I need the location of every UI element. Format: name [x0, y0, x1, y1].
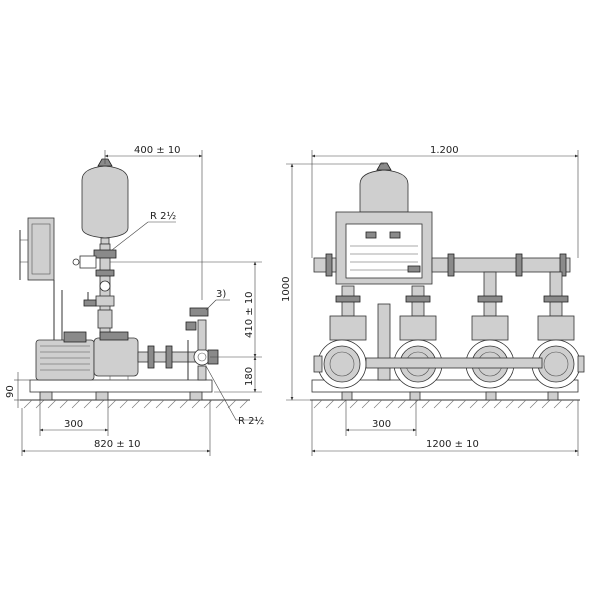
side-base-frame [29, 379, 213, 393]
side-expansion-tank [81, 158, 129, 245]
front-base-frame [311, 379, 579, 393]
dim-300-side-text: 300 [64, 419, 83, 430]
dim-1200-bottom-text: 1200 ± 10 [426, 439, 479, 450]
side-view: 400 ± 10 R 2½ 3) 410 ± 10 180 [5, 145, 264, 456]
dim-820-text: 820 ± 10 [94, 439, 141, 450]
front-pump-1 [313, 285, 367, 389]
front-header-pipe [313, 253, 571, 277]
dim-300-front-text: 300 [372, 419, 391, 430]
front-feet [341, 391, 559, 401]
front-view: 1.200 1000 300 1200 ± 10 [281, 145, 585, 456]
side-label-r-top: R 2½ [111, 210, 176, 251]
front-pump-3 [465, 271, 515, 389]
side-dim-820: 820 ± 10 [21, 400, 211, 456]
side-dim-300: 300 [39, 400, 109, 436]
side-dim-heights: 410 ± 10 180 [110, 261, 262, 393]
side-note-3: 3) [205, 289, 230, 311]
dim-410-text: 410 ± 10 [244, 291, 255, 338]
side-foot-right [95, 391, 109, 401]
label-r-bottom-text: R 2½ [238, 415, 264, 427]
front-pump-4 [531, 271, 585, 389]
side-label-r-bottom: R 2½ [205, 365, 264, 427]
dim-400-text: 400 ± 10 [134, 145, 181, 156]
front-control-cabinet [335, 211, 433, 285]
dim-1000-text: 1000 [281, 277, 292, 302]
label-r-top-text: R 2½ [150, 210, 176, 222]
side-foot-far [189, 391, 203, 401]
side-manifold [72, 243, 117, 337]
front-dim-1200-top: 1.200 [311, 145, 579, 258]
dim-90-text: 90 [5, 385, 16, 398]
side-foot-left [39, 391, 53, 401]
front-dim-1200-bottom: 1200 ± 10 [311, 400, 579, 456]
front-dim-300: 300 [345, 400, 417, 436]
note-3-text: 3) [216, 289, 226, 300]
side-dim-400: 400 ± 10 [104, 145, 203, 300]
side-dim-90: 90 [5, 372, 30, 408]
front-pump-2 [393, 285, 443, 389]
dim-180-text: 180 [244, 367, 255, 386]
side-ground [20, 399, 250, 409]
side-suction-pipe [137, 307, 219, 381]
front-suction-pipe [365, 357, 543, 369]
front-dim-1000: 1000 [281, 163, 384, 401]
side-control-cabinet [27, 217, 55, 281]
dim-1200-top-text: 1.200 [430, 145, 459, 156]
front-ground [310, 399, 580, 409]
side-pump-motor [35, 331, 139, 381]
